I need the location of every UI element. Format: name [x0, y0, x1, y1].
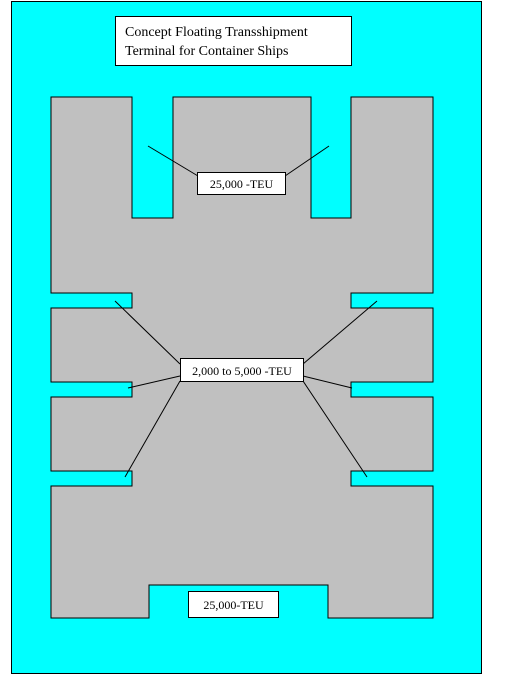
top-berth-label: 25,000 -TEU	[210, 177, 274, 191]
title-box	[115, 16, 352, 66]
bottom-berth-label-box	[188, 591, 279, 618]
top-berth-leaders	[147, 145, 330, 177]
top-berth-label-box	[197, 172, 286, 195]
title-line-1: Concept Floating Transshipment	[125, 25, 308, 40]
middle-berths-label-box	[180, 358, 304, 382]
middle-berth-leaders	[114, 300, 378, 478]
title-line-2: Terminal for Container Ships	[125, 44, 289, 59]
upper-pier	[50, 96, 434, 619]
bottom-berth-label: 25,000-TEU	[203, 598, 264, 612]
middle-berths-label: 2,000 to 5,000 -TEU	[192, 364, 292, 378]
